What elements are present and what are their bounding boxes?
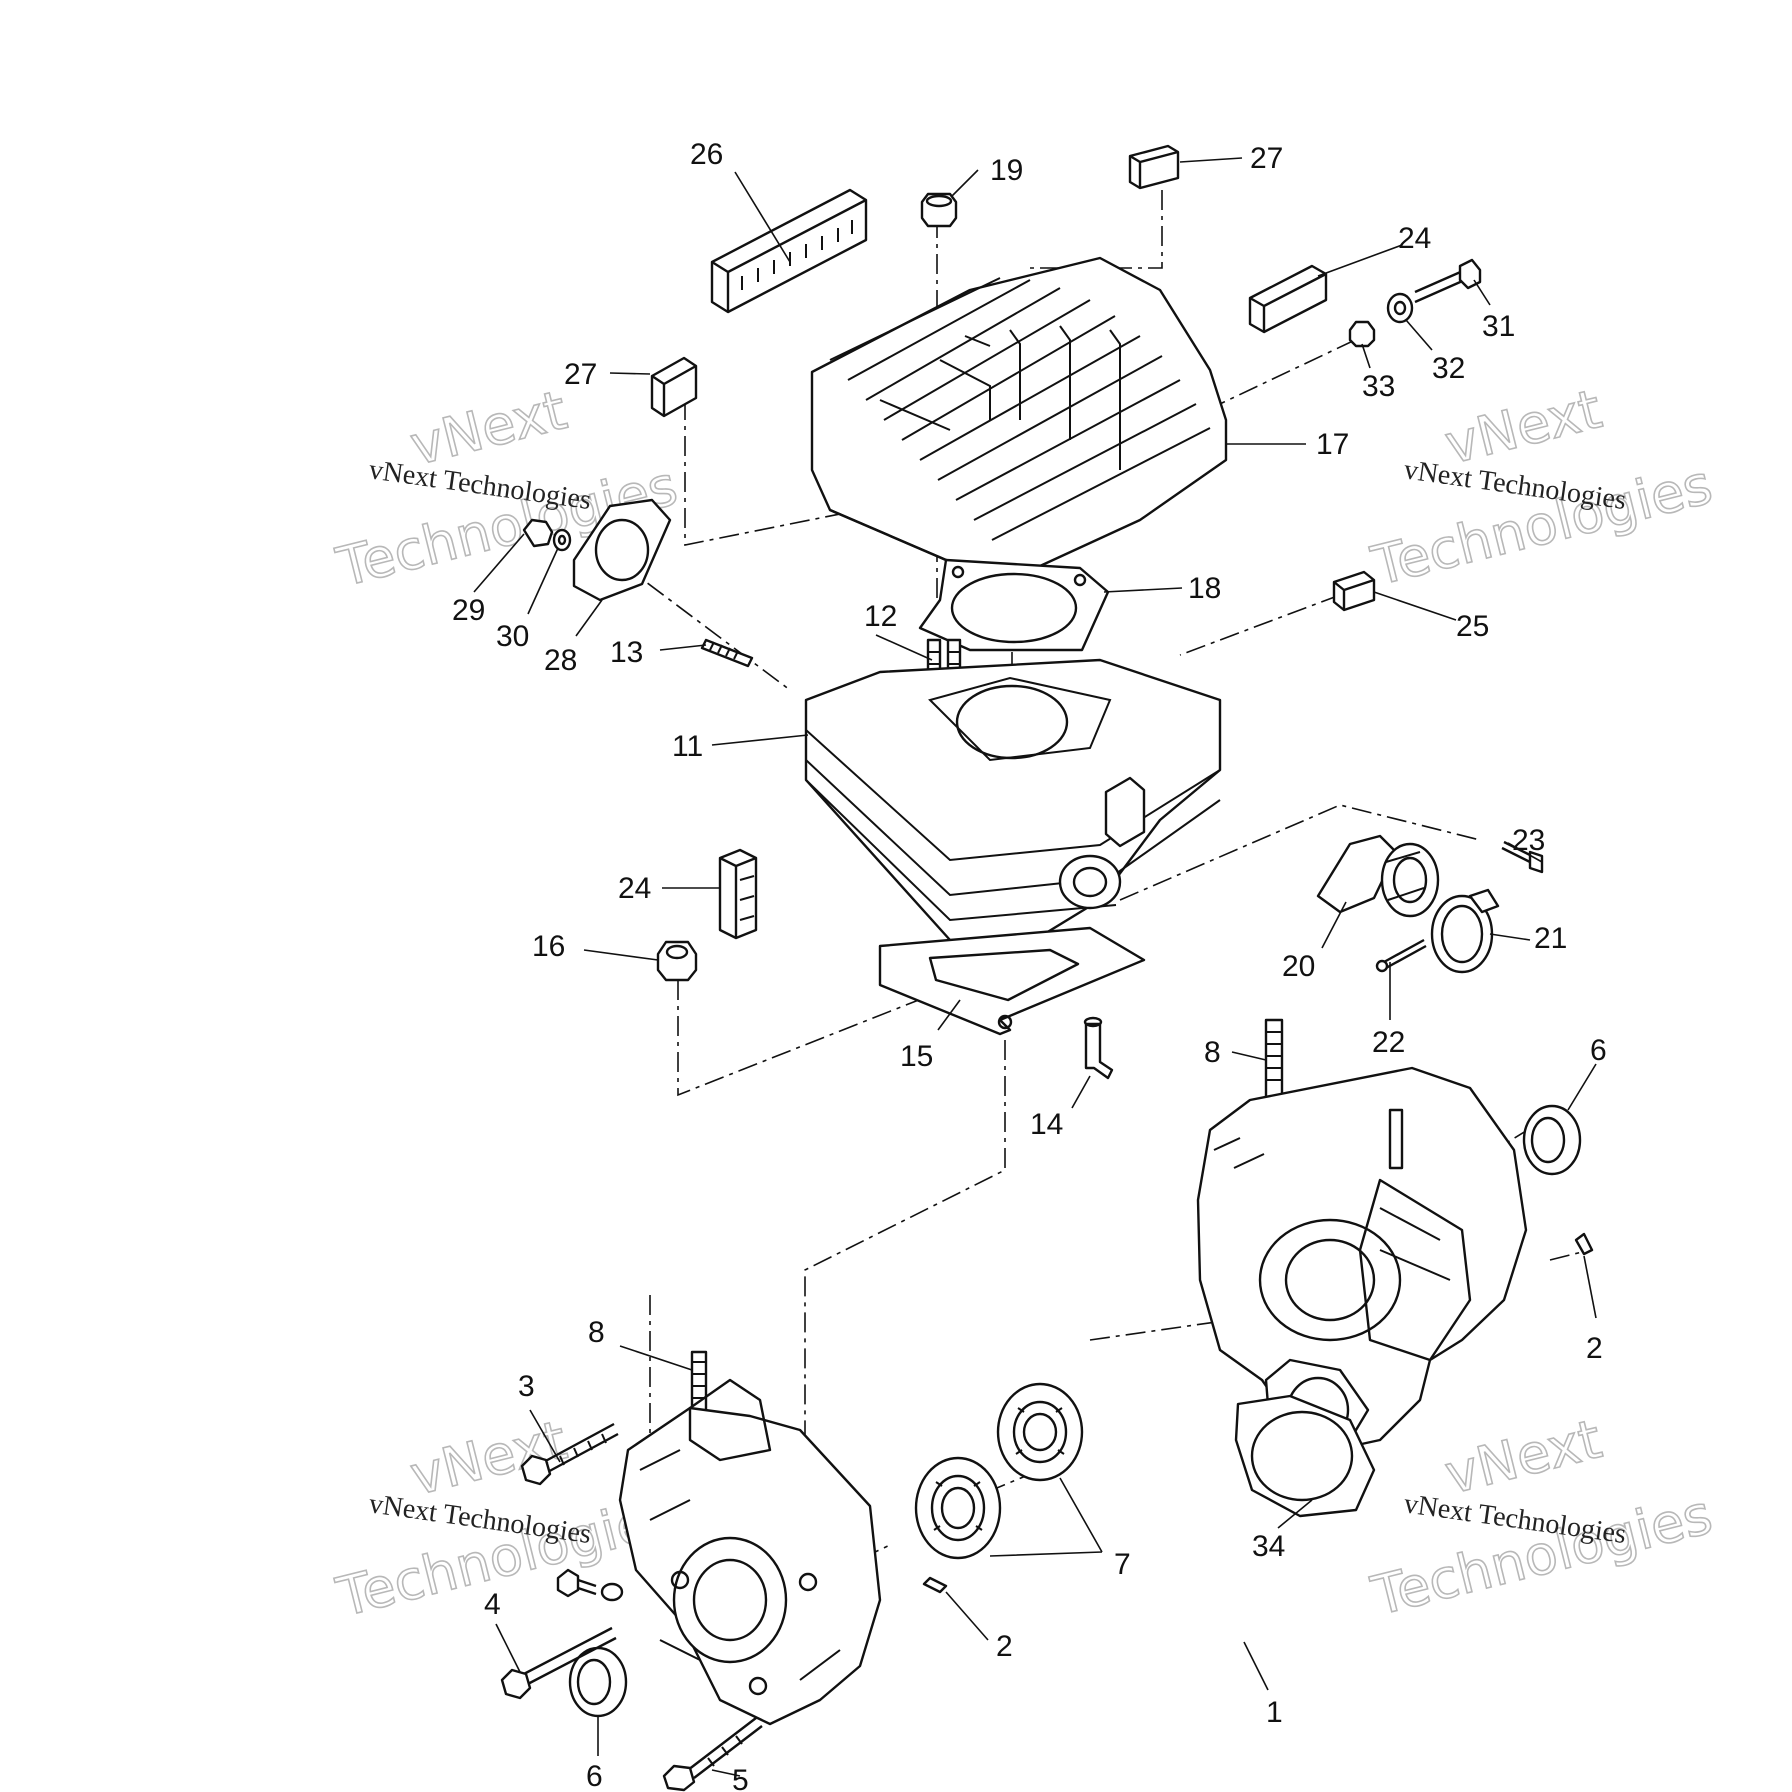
callout-33: 33 <box>1362 370 1395 403</box>
watermark-text: vNext <box>1439 1407 1607 1506</box>
callout-19: 19 <box>990 154 1023 187</box>
clip-27-top <box>1128 144 1180 190</box>
clip-26 <box>710 188 868 314</box>
intake-20 <box>1316 834 1440 918</box>
washer-30 <box>552 528 572 552</box>
callout-20: 20 <box>1282 950 1315 983</box>
callout-2-right: 2 <box>1586 1332 1603 1365</box>
callout-29: 29 <box>452 594 485 627</box>
screw-31 <box>1414 258 1482 304</box>
callout-6-left: 6 <box>586 1760 603 1792</box>
callout-5: 5 <box>732 1764 749 1792</box>
watermark-text: vNext <box>404 1408 572 1507</box>
bolt-small-left <box>556 1568 624 1602</box>
callout-14: 14 <box>1030 1108 1063 1141</box>
callout-31: 31 <box>1482 310 1515 343</box>
bearing-7-b <box>996 1382 1084 1482</box>
bearing-7-a <box>914 1456 1002 1560</box>
callout-12: 12 <box>864 600 897 633</box>
dowel-2-right <box>1574 1232 1594 1256</box>
stud-13 <box>700 638 754 668</box>
callout-16: 16 <box>532 930 565 963</box>
bolt-5 <box>662 1717 763 1792</box>
gasket-34 <box>1234 1394 1376 1518</box>
crankcase-left <box>618 1378 882 1726</box>
nut-33 <box>1348 320 1376 348</box>
callout-34: 34 <box>1252 1530 1285 1563</box>
base-gasket-15 <box>878 926 1146 1036</box>
callout-27-left: 27 <box>564 358 597 391</box>
callout-4: 4 <box>484 1588 501 1621</box>
callout-6-right: 6 <box>1590 1034 1607 1067</box>
callout-1: 1 <box>1266 1696 1283 1729</box>
cylinder-head-17 <box>810 256 1228 568</box>
callout-13: 13 <box>610 636 643 669</box>
callout-23: 23 <box>1512 824 1545 857</box>
bolt-4 <box>500 1626 617 1700</box>
callout-26: 26 <box>690 138 723 171</box>
callout-22: 22 <box>1372 1026 1405 1059</box>
callout-15: 15 <box>900 1040 933 1073</box>
callout-11: 11 <box>672 730 703 763</box>
callout-17: 17 <box>1316 428 1349 461</box>
callout-8-right: 8 <box>1204 1036 1221 1069</box>
callout-7: 7 <box>1114 1548 1131 1581</box>
fitting-14 <box>1083 1016 1114 1080</box>
cylinder-11 <box>804 658 1222 957</box>
bolt-3 <box>520 1422 619 1486</box>
callout-24-top: 24 <box>1398 222 1431 255</box>
callout-28: 28 <box>544 644 577 677</box>
nut-16 <box>656 940 698 982</box>
leader-lines <box>473 157 1597 1777</box>
nut-29 <box>522 518 554 548</box>
callout-21: 21 <box>1534 922 1567 955</box>
clip-24-top <box>1248 264 1328 334</box>
callout-25: 25 <box>1456 610 1489 643</box>
head-gasket-18 <box>918 558 1110 652</box>
clip-25 <box>1332 570 1376 612</box>
callout-2-left: 2 <box>996 1630 1013 1663</box>
callout-27-top: 27 <box>1250 142 1283 175</box>
callout-8-left: 8 <box>588 1316 605 1349</box>
callout-labels: 26 19 27 24 31 32 33 27 17 29 30 28 12 1… <box>452 138 1607 1792</box>
nut-19 <box>920 192 958 228</box>
clamp-21 <box>1430 888 1500 974</box>
callout-3: 3 <box>518 1370 535 1403</box>
callout-32: 32 <box>1432 352 1465 385</box>
callout-18: 18 <box>1188 572 1221 605</box>
callout-30: 30 <box>496 620 529 653</box>
callout-24-left: 24 <box>618 872 651 905</box>
clip-27-left <box>650 356 698 418</box>
seal-6-right <box>1522 1104 1582 1176</box>
clip-24-left <box>718 848 758 940</box>
dowel-2-left <box>922 1576 948 1594</box>
screw-22 <box>1375 938 1427 973</box>
washer-32 <box>1386 292 1414 324</box>
crankcase-right <box>1196 1066 1528 1462</box>
gasket-28 <box>572 498 672 602</box>
